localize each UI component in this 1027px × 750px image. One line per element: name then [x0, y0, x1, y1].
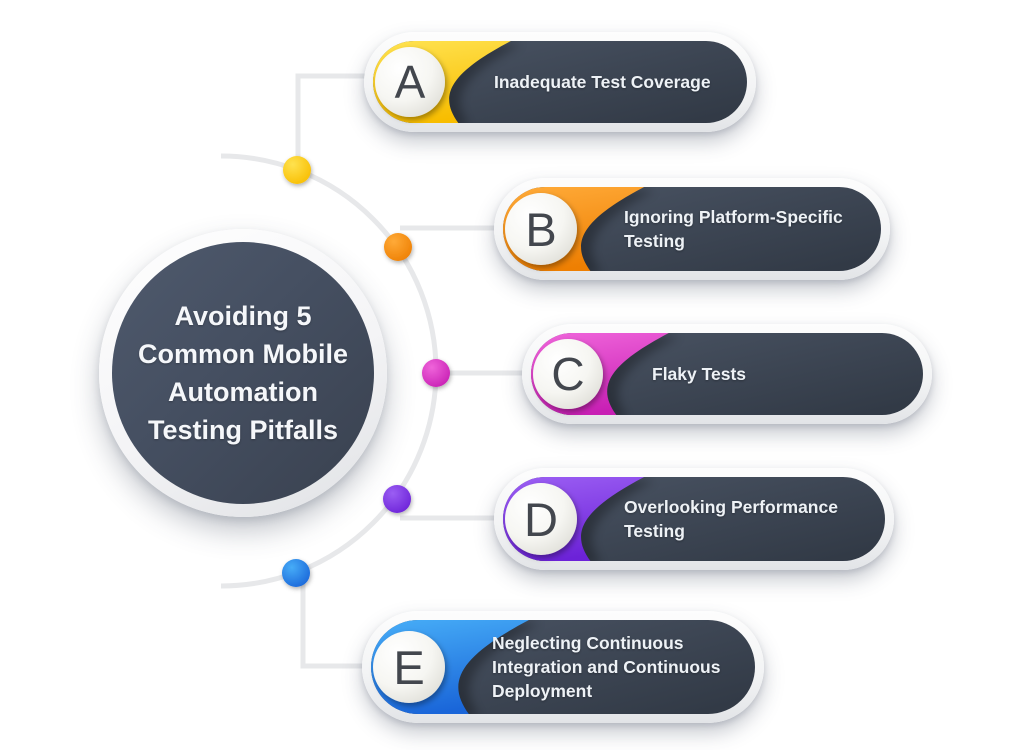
pitfall-pill-d: D Overlooking Performance Testing — [494, 468, 894, 570]
pill-graphic-d — [503, 477, 885, 561]
pill-label: Flaky Tests — [652, 364, 747, 384]
letter-badge — [505, 193, 577, 265]
letter-badge — [505, 483, 577, 555]
pitfall-pill-c: C Flaky Tests — [522, 324, 932, 424]
pill-graphic-e — [371, 620, 755, 714]
center-circle-face: Avoiding 5 Common Mobile Automation Test… — [112, 242, 374, 504]
center-circle: Avoiding 5 Common Mobile Automation Test… — [99, 229, 387, 517]
pill-letter: E — [393, 640, 425, 694]
pitfall-pill-b: B Ignoring Platform-Specific Testing — [494, 178, 890, 280]
pill-label: Ignoring Platform-Specific Testing — [624, 207, 843, 251]
pill-graphic-c — [531, 333, 923, 415]
dot-d — [383, 485, 411, 513]
pill-letter: A — [394, 56, 426, 108]
letter-badge — [375, 47, 445, 117]
dot-b — [384, 233, 412, 261]
letter-badge — [373, 631, 445, 703]
connector-e — [300, 575, 382, 669]
pill-letter: C — [551, 348, 585, 400]
pill-label: Neglecting Continuous Integration and Co… — [492, 633, 721, 701]
connector-a — [295, 73, 384, 168]
letter-badge — [533, 339, 603, 409]
dot-a — [283, 156, 311, 184]
pill-label: Overlooking Performance Testing — [624, 497, 838, 541]
pill-graphic-a — [373, 41, 747, 123]
center-title: Avoiding 5 Common Mobile Automation Test… — [138, 301, 348, 445]
pill-letter: D — [524, 492, 558, 546]
dot-e — [282, 559, 310, 587]
pill-label: Inadequate Test Coverage — [494, 72, 711, 92]
pitfall-pill-a: A Inadequate Test Coverage — [364, 32, 756, 132]
pill-graphic-b — [503, 187, 881, 271]
pitfall-pill-e: E Neglecting Continuous Integration and … — [362, 611, 764, 723]
dot-c — [422, 359, 450, 387]
pill-letter: B — [525, 202, 557, 256]
